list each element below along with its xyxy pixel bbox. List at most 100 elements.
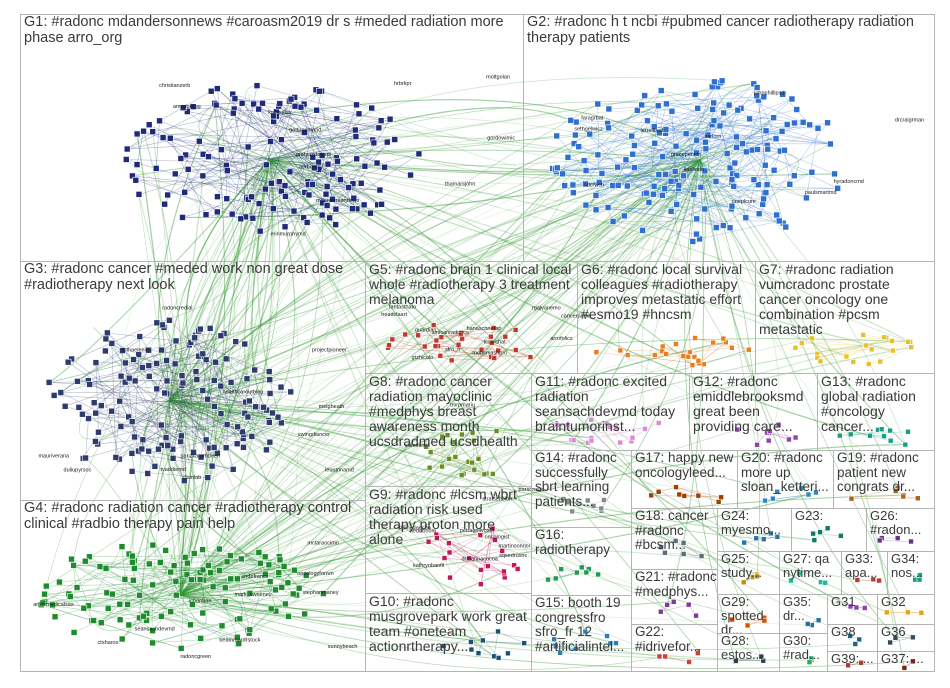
edge xyxy=(455,434,463,458)
edge xyxy=(179,594,812,661)
node xyxy=(863,342,869,349)
edge xyxy=(671,111,676,172)
node xyxy=(184,559,191,567)
node xyxy=(808,168,816,176)
edge xyxy=(693,109,739,195)
node xyxy=(663,351,669,357)
node xyxy=(675,181,683,189)
node xyxy=(438,334,445,340)
node xyxy=(170,562,178,569)
edge xyxy=(95,393,271,442)
node xyxy=(280,563,288,570)
edge xyxy=(269,159,470,559)
node xyxy=(421,343,428,350)
edge xyxy=(596,205,732,211)
edge xyxy=(249,159,701,631)
node xyxy=(276,100,284,107)
cluster-g1 xyxy=(122,82,423,235)
node xyxy=(145,362,153,369)
node xyxy=(629,150,637,158)
edge xyxy=(591,422,659,441)
node xyxy=(505,650,511,657)
edge xyxy=(179,221,614,596)
edge xyxy=(181,616,289,649)
edge xyxy=(234,98,263,104)
edge xyxy=(279,103,381,191)
edge xyxy=(210,91,286,227)
edge xyxy=(269,159,652,496)
node xyxy=(890,347,896,354)
edge xyxy=(247,99,292,200)
edge xyxy=(73,565,184,599)
node xyxy=(260,403,267,411)
edge xyxy=(170,555,193,596)
edge xyxy=(269,159,765,619)
node xyxy=(437,352,444,359)
node xyxy=(183,571,191,579)
node xyxy=(272,586,279,594)
edge xyxy=(294,105,385,168)
node xyxy=(309,181,316,188)
edge xyxy=(73,565,201,639)
node xyxy=(367,209,374,217)
edge xyxy=(169,399,224,550)
edge xyxy=(160,562,249,631)
node xyxy=(197,453,205,461)
node xyxy=(156,117,163,125)
node xyxy=(447,574,453,581)
edge xyxy=(169,136,357,401)
group-panel-g39: G39: ... xyxy=(827,651,878,672)
edge xyxy=(225,159,271,470)
node xyxy=(291,102,299,110)
edge xyxy=(597,103,600,183)
edge xyxy=(276,111,379,129)
node xyxy=(402,331,409,338)
edge xyxy=(76,555,133,588)
group-label-g32: G32 xyxy=(881,594,906,609)
edge xyxy=(575,134,735,164)
node xyxy=(184,108,191,115)
node xyxy=(814,124,822,132)
edge xyxy=(496,159,701,432)
node xyxy=(631,142,638,149)
edge xyxy=(429,461,469,469)
node xyxy=(131,565,138,572)
edge xyxy=(88,594,181,631)
node xyxy=(181,477,188,484)
group-panel-g9: G9: #radonc #lcsm wbrt radiation risk us… xyxy=(365,486,532,594)
node xyxy=(617,347,624,354)
node xyxy=(588,416,595,423)
node xyxy=(697,183,705,191)
edge xyxy=(101,405,207,441)
group-panel-g22: G22: #idrivefor... xyxy=(631,624,718,672)
node xyxy=(495,347,501,354)
edge xyxy=(179,102,715,596)
edge xyxy=(438,345,499,351)
edge xyxy=(179,528,493,596)
node xyxy=(243,375,251,383)
node xyxy=(434,535,440,541)
edge xyxy=(77,380,215,382)
edge xyxy=(216,104,382,205)
edge xyxy=(269,159,586,632)
edge xyxy=(179,346,912,596)
edge xyxy=(625,159,731,229)
node xyxy=(222,444,230,452)
edge xyxy=(178,188,266,596)
edge xyxy=(41,604,182,649)
edge xyxy=(168,399,246,433)
edge xyxy=(269,159,459,345)
node xyxy=(74,378,81,385)
node xyxy=(158,346,165,354)
group-panel-g36: G36 xyxy=(877,624,935,652)
node xyxy=(301,610,308,618)
node xyxy=(603,420,610,427)
edge xyxy=(473,440,479,459)
edge xyxy=(244,85,271,161)
group-label-g30: G30: #rad... xyxy=(783,633,820,663)
edge xyxy=(244,159,271,379)
edge xyxy=(480,569,504,572)
node xyxy=(553,164,561,172)
node xyxy=(761,161,769,169)
edge xyxy=(148,349,204,357)
